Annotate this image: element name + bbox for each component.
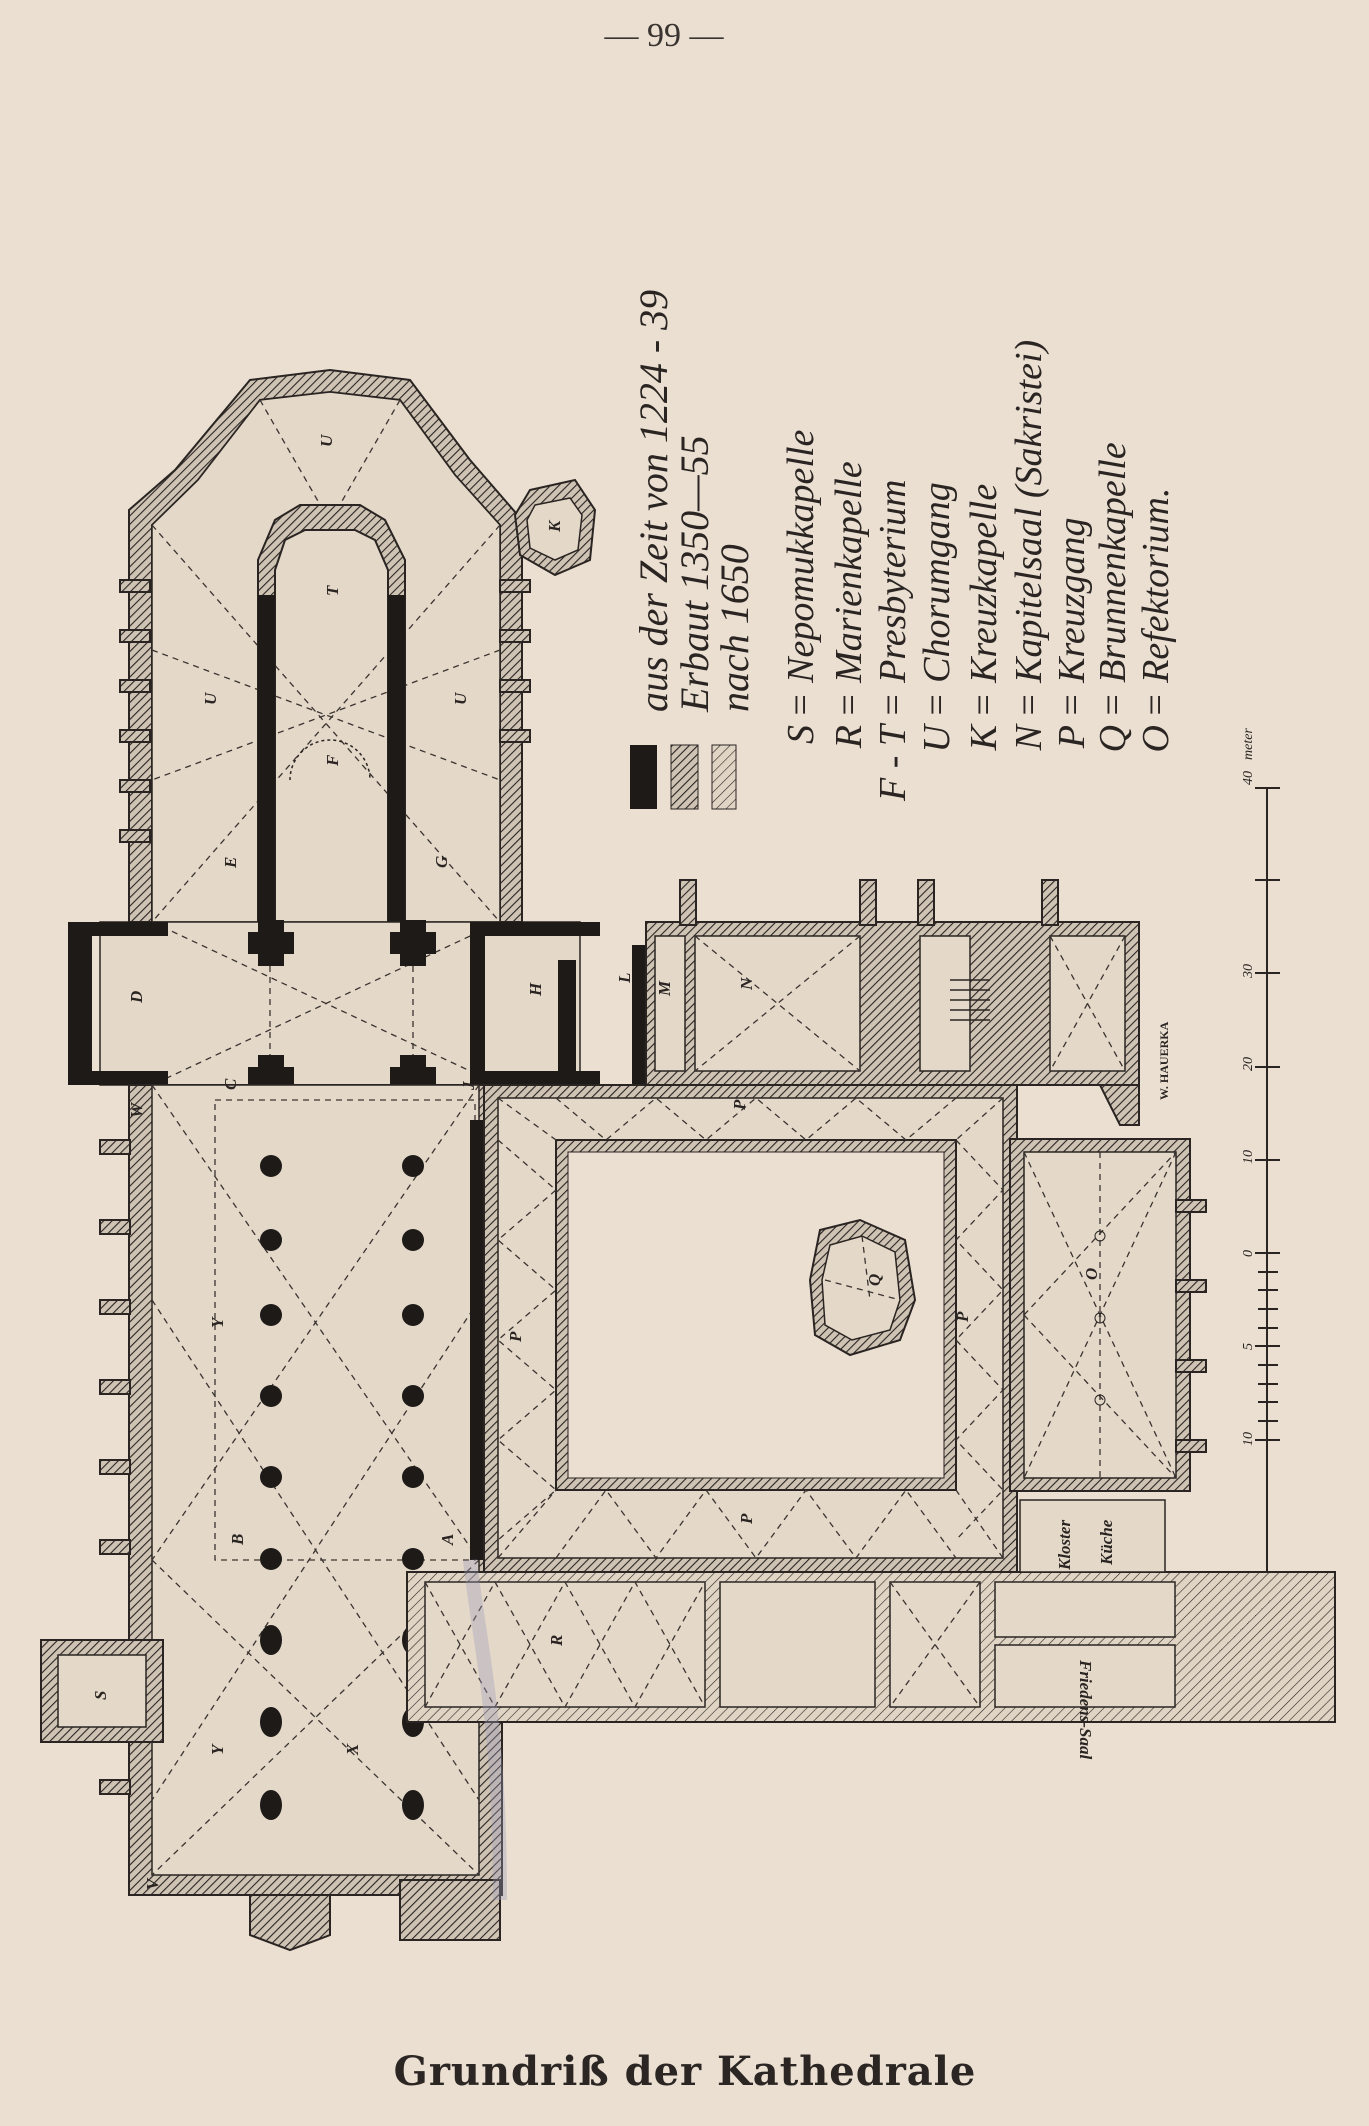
legend-key: U: [916, 722, 958, 752]
swatch-1650: [711, 744, 737, 810]
plan-label: U: [201, 692, 220, 705]
plan-label: A: [438, 1534, 457, 1546]
west-towers: [249, 1894, 331, 1952]
scale-bar: [1255, 787, 1280, 1572]
nepomukkapelle: [40, 1639, 164, 1743]
plan-label: S: [91, 1691, 110, 1700]
caption: Grundriß der Kathedrale: [394, 2048, 977, 2095]
plan-label: Friedens-Saal: [1076, 1659, 1095, 1759]
plan-label: J: [459, 1081, 478, 1091]
plan-label: W: [127, 1101, 146, 1118]
legend-key: O: [1135, 725, 1177, 752]
legend-key: P: [1051, 725, 1093, 749]
legend-name: = Brunnenkapelle: [1092, 442, 1134, 718]
plan-label: N: [737, 977, 756, 991]
legend-key: Q: [1092, 725, 1134, 752]
plan-label: 30: [1241, 964, 1256, 979]
legend-name: = Kreuzgang: [1051, 517, 1093, 718]
plan-label: U: [451, 692, 470, 705]
swatch-1350: [670, 744, 699, 810]
plan-label: L: [615, 973, 634, 984]
legend-period-1: aus der Zeit von 1224 - 39: [631, 290, 676, 712]
plan-label: K: [545, 519, 564, 533]
cloister: [483, 1084, 1018, 1573]
legend-name: = Marienkapelle: [828, 461, 870, 718]
plan-label: R: [547, 1635, 566, 1647]
plan-label: O: [1082, 1268, 1101, 1280]
plan-label: E: [221, 857, 240, 869]
plan-label: M: [655, 980, 674, 997]
page-number: — 99 —: [604, 17, 725, 54]
plan-label: D: [127, 991, 146, 1004]
legend-key: R: [828, 725, 870, 749]
plan-label: Y: [208, 1743, 227, 1755]
plan-label: 40: [1241, 771, 1256, 785]
legend-period-2: Erbaut 1350—55: [672, 435, 717, 713]
plan-label: P: [730, 1099, 749, 1111]
legend-name: = Kapitelsaal (Sakristei): [1008, 340, 1050, 718]
nave-columns: [260, 1155, 424, 1820]
nave: [99, 1084, 503, 1952]
south-range: [406, 1499, 1336, 1901]
plan-label: G: [432, 855, 451, 868]
signature: W. HAUERKA: [1157, 1021, 1171, 1100]
legend-key: K: [963, 723, 1005, 751]
buttresses-nave: [99, 1139, 131, 1795]
plan-label: Y: [208, 1316, 227, 1328]
plan-label: Kloster: [1055, 1520, 1074, 1571]
plan-label: 20: [1241, 1057, 1256, 1071]
plan-label: X: [343, 1743, 362, 1756]
plan-label: 10: [1241, 1150, 1256, 1164]
plan-label: P: [737, 1513, 756, 1525]
swatch-1224: [630, 745, 657, 809]
plan-label: 10: [1241, 1432, 1256, 1446]
plan-label: P: [953, 1311, 972, 1323]
legend-name: = Nepomukkapelle: [780, 429, 822, 718]
plan-label: U: [317, 434, 336, 447]
legend-name: = Kreuzkapelle: [963, 484, 1005, 718]
plan-label: 5: [1241, 1343, 1256, 1350]
legend-key: N: [1008, 722, 1050, 751]
plan-label: V: [143, 1877, 162, 1890]
choir: [119, 368, 597, 925]
plan-label: Q: [865, 1274, 884, 1286]
legend-name: = Presbyterium: [872, 480, 914, 718]
plan-label: C: [221, 1078, 240, 1090]
legend-name: = Refektorium.: [1135, 488, 1177, 718]
transept: [68, 920, 646, 1101]
legend-period-3: nach 1650: [712, 544, 757, 712]
plan-label: meter: [1241, 728, 1256, 760]
legend-name: = Chorumgang: [916, 482, 958, 718]
plan-label: B: [228, 1534, 247, 1546]
plan-labels: U U U T F K E G D H L M N C J W P Y P Q …: [91, 434, 1171, 1890]
plan-label: F: [323, 754, 342, 767]
plan-label: H: [526, 982, 545, 997]
legend-key: S: [780, 725, 822, 744]
legend: aus der Zeit von 1224 - 39 Erbaut 1350—5…: [630, 290, 1177, 810]
plan-label: P: [506, 1331, 525, 1343]
plan-label: 0: [1241, 1250, 1256, 1257]
plan-label: T: [323, 585, 342, 596]
scale-labels: 40 meter 30 20 10 0 5 10: [1241, 728, 1256, 1446]
legend-key: F - T: [872, 722, 914, 802]
plan-label: Küche: [1097, 1519, 1116, 1566]
refektorium: [1009, 1138, 1207, 1492]
buttresses-choir: [119, 579, 531, 843]
